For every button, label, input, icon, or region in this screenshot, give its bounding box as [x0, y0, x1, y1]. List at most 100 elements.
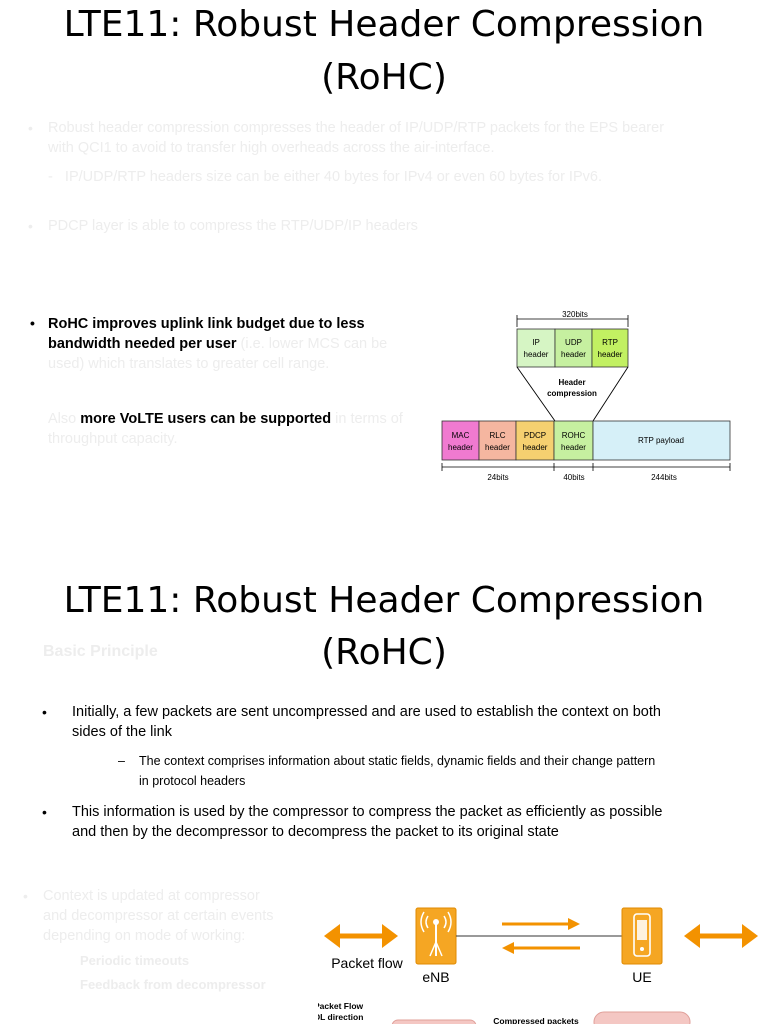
- slide2-bullet1-line2: sides of the link: [72, 724, 172, 740]
- slide1-bullet4-bold: more VoLTE users can be supported: [80, 411, 332, 427]
- slide2-bullet2-line2: and then by the decompressor to decompre…: [72, 824, 559, 840]
- slide1-bullet3: RoHC improves uplink link budget due to …: [48, 314, 428, 374]
- rohc-header-line1: ROHC: [562, 431, 586, 440]
- ip-header-line1: IP: [532, 338, 540, 347]
- slide2-faint-line1: Context is updated at compressor: [43, 888, 260, 904]
- compressed-packets-label: Compressed packets: [493, 1016, 579, 1024]
- faint-bullet-dot: •: [28, 120, 33, 136]
- ue-phone-outline: [633, 913, 651, 957]
- rtp-header-box: RTP header: [591, 328, 629, 368]
- mac-header-line1: MAC: [452, 431, 470, 440]
- slide2-faint-subtitle: Basic Principle: [43, 643, 158, 660]
- mac-header-line2: header: [448, 443, 473, 452]
- rlc-header-line1: RLC: [489, 431, 505, 440]
- ip-header-line2: header: [524, 350, 549, 359]
- slide1-faint-bullet2: PDCP layer is able to compress the RTP/U…: [48, 218, 418, 234]
- rtp-payload-label: RTP payload: [638, 436, 684, 445]
- slide2-title-line1: LTE11: Robust Header Compression: [63, 580, 705, 621]
- pdcp-header-line2: header: [523, 443, 548, 452]
- bullet-dot: •: [30, 315, 35, 331]
- packet-flow-label: Packet flow: [331, 955, 403, 971]
- bullet-dot: •: [42, 704, 47, 720]
- udp-header-box: UDP header: [554, 328, 593, 368]
- right-thin-arrow: [502, 918, 580, 930]
- slide1-bullet4-faint-tail: in terms of: [331, 411, 403, 427]
- packet-flow-diagram: Packet flow eNB UE Packet Flow DL direct…: [318, 907, 758, 1024]
- slide2-faint-sub2: Feedback from decompressor: [80, 977, 266, 992]
- dl-label-line2: DL direction: [318, 1012, 363, 1022]
- enb-wave-inner: [425, 915, 447, 929]
- compression-label-line1: Header: [558, 378, 585, 387]
- mac-header-rect: [441, 420, 480, 461]
- slide2-faint-line2: and decompressor at certain events: [43, 908, 274, 924]
- slide2-sub1-line1: The context comprises information about …: [139, 754, 656, 768]
- bullet-dot: •: [42, 804, 47, 820]
- compression-label-line2: compression: [547, 389, 597, 398]
- slide1-faint-bullet1-line1: Robust header compression compresses the…: [48, 120, 665, 136]
- left-thin-arrow: [502, 942, 580, 954]
- udp-header-rect: [554, 328, 593, 368]
- dim-label-244bits: 244bits: [651, 473, 677, 482]
- right-double-arrow: [684, 924, 758, 948]
- rtp-header-rect: [591, 328, 629, 368]
- slide2-bullet1: Initially, a few packets are sent uncomp…: [72, 702, 752, 742]
- slide1-faint-sub1: - IP/UDP/RTP headers size can be either …: [48, 169, 602, 185]
- enb-tower-legs: [429, 940, 443, 957]
- pdcp-header-box: PDCP header: [515, 420, 555, 461]
- slide1-bullet3-line2: bandwidth needed per user: [48, 336, 237, 352]
- ue-packet-shape: [593, 1011, 691, 1024]
- rohc-header-box: ROHC header: [553, 420, 594, 461]
- ip-header-box: IP header: [516, 328, 556, 368]
- slide1-bullet3-line1: RoHC improves uplink link budget due to …: [48, 316, 365, 332]
- right-arrow-head-left: [684, 924, 700, 948]
- slide2-faint-bullets: Context is updated at compressor and dec…: [43, 886, 274, 946]
- slide1-bullet4-faint-head: Also: [48, 411, 81, 427]
- right-arrow-head-right: [742, 924, 758, 948]
- dim-label-40bits: 40bits: [563, 473, 584, 482]
- enb-wave-outer: [420, 911, 452, 933]
- top-width-label: 320bits: [562, 310, 588, 319]
- dl-label-line1: Packet Flow: [318, 1001, 364, 1011]
- dash-symbol: –: [118, 754, 125, 768]
- ue-phone-button: [640, 947, 644, 951]
- left-thin-arrow-head: [502, 942, 514, 954]
- rtp-payload-box: RTP payload: [592, 420, 731, 461]
- rtp-header-line2: header: [598, 350, 623, 359]
- ip-header-rect: [516, 328, 556, 368]
- funnel-line-left: [516, 366, 556, 422]
- ue-label: UE: [632, 969, 651, 985]
- slide1-bullet3-faint-tail: (i.e. lower MCS can be: [236, 336, 388, 352]
- left-arrow-head-left: [324, 924, 340, 948]
- mac-header-box: MAC header: [441, 420, 480, 461]
- enb-antenna-top: [433, 919, 439, 925]
- slide2-faint-line3: depending on mode of working:: [43, 928, 246, 944]
- udp-header-line2: header: [561, 350, 586, 359]
- slide2-bullet1-line1: Initially, a few packets are sent uncomp…: [72, 704, 661, 720]
- pdcp-header-line1: PDCP: [524, 431, 546, 440]
- rohc-header-line2: header: [561, 443, 586, 452]
- slide2-title-line2: (RoHC): [321, 632, 447, 673]
- slide1-title-line1: LTE11: Robust Header Compression: [63, 4, 705, 45]
- right-thin-arrow-head: [568, 918, 580, 930]
- left-double-arrow: [324, 924, 398, 948]
- rtp-header-line1: RTP: [602, 338, 618, 347]
- rlc-header-box: RLC header: [478, 420, 517, 461]
- slide2-bullet2-line1: This information is used by the compress…: [72, 804, 663, 820]
- faint-bullet-dot: •: [28, 218, 33, 234]
- dim-label-24bits: 24bits: [487, 473, 508, 482]
- slide2-sub1-line2: in protocol headers: [139, 774, 246, 788]
- enb-label: eNB: [422, 969, 449, 985]
- faint-bullet-dot: •: [23, 888, 28, 904]
- slide1-title-line2: (RoHC): [321, 57, 447, 98]
- rtp-payload-rect: [592, 420, 731, 461]
- header-compression-diagram: 320bits IP header UDP header RTP header …: [441, 310, 731, 482]
- pdcp-header-rect: [515, 420, 555, 461]
- slide1-bullet3-line3: used) which translates to greater cell r…: [48, 356, 330, 372]
- left-arrow-head-right: [382, 924, 398, 948]
- slide2-bullet2: This information is used by the compress…: [72, 802, 752, 842]
- dl-packet-shape: [391, 1019, 477, 1024]
- ue-icon: [621, 907, 663, 965]
- slide1-faint-sub1-text: IP/UDP/RTP headers size can be either 40…: [64, 169, 602, 185]
- rlc-header-line2: header: [485, 443, 510, 452]
- slide1-faint-bullet1-line2: with QCI1 to avoid to transfer high over…: [48, 140, 495, 156]
